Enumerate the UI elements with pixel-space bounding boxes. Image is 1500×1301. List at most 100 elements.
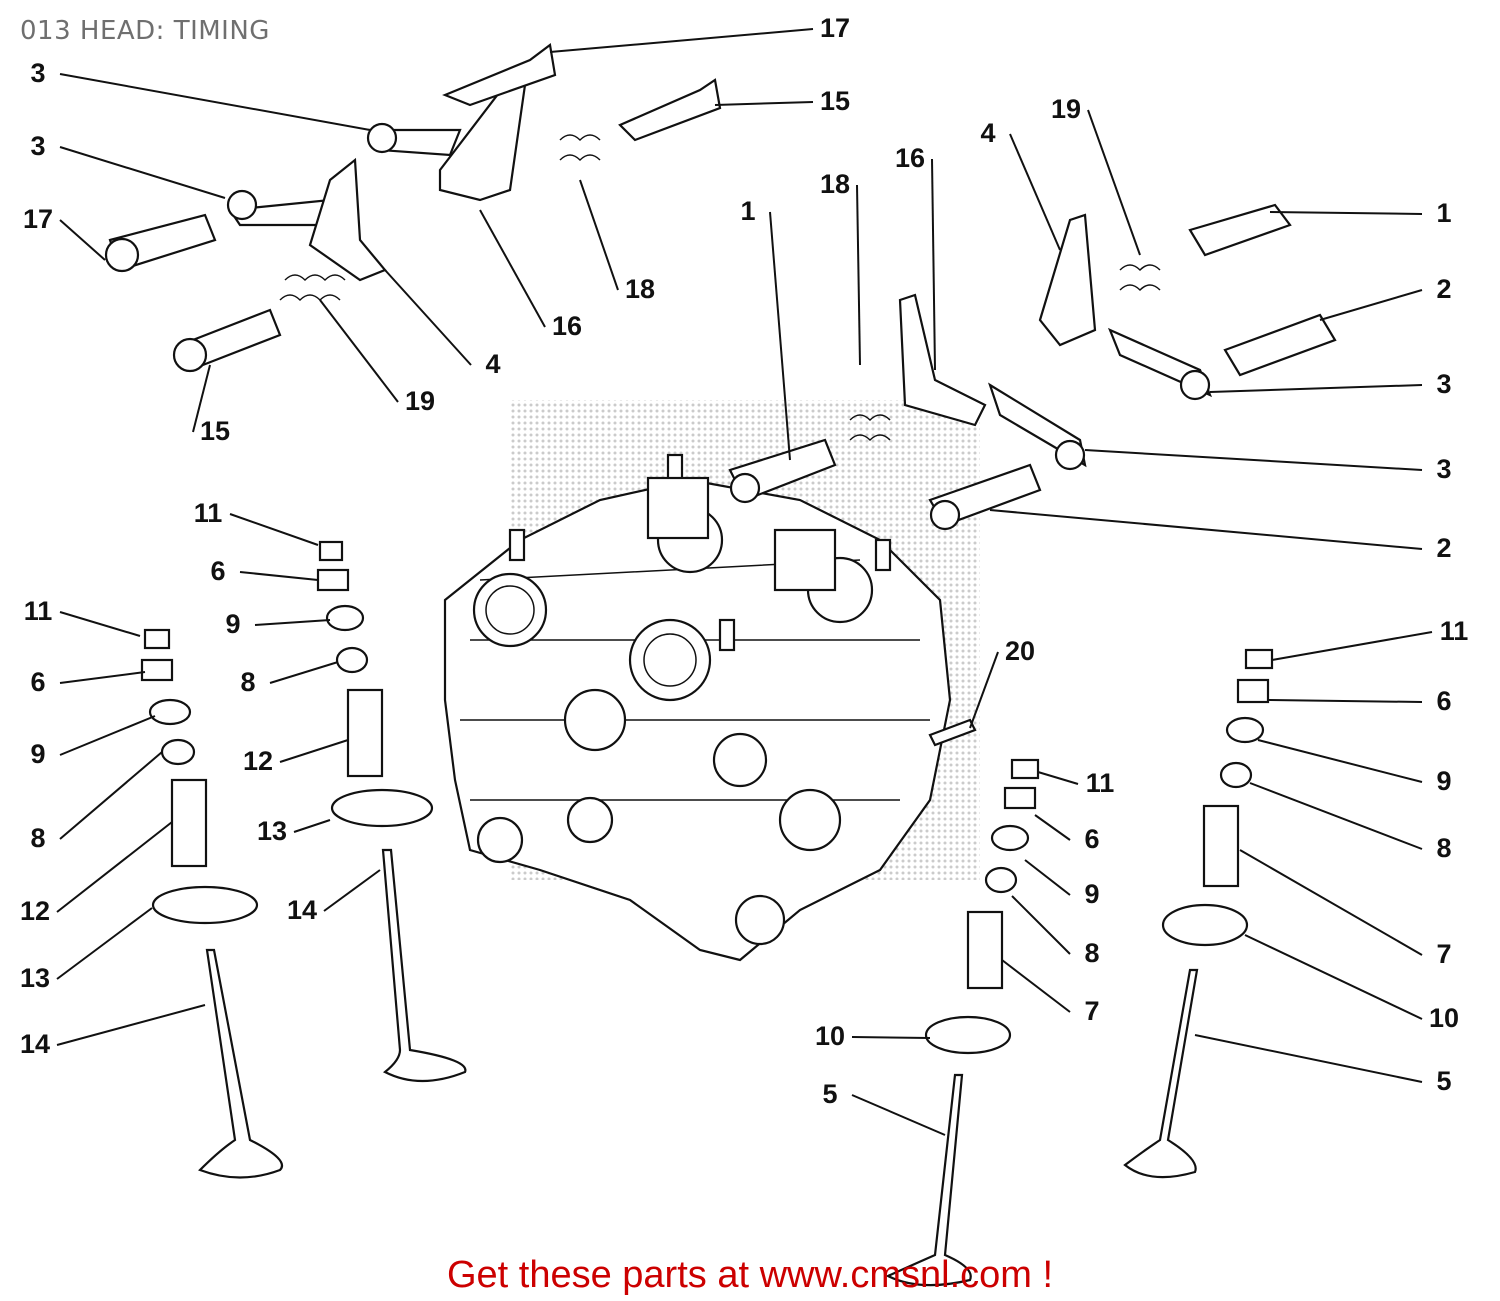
callout-number: 1: [1436, 198, 1451, 228]
callout-number: 18: [625, 274, 655, 304]
callout-number: 11: [1086, 768, 1115, 798]
callout-number: 13: [20, 963, 50, 993]
callout-leader-line: [1244, 934, 1423, 1020]
callout-number: 9: [1084, 879, 1099, 909]
callout-leader-line: [969, 651, 999, 729]
callout-leader-line: [479, 209, 546, 328]
callout-number: 9: [1436, 766, 1451, 796]
callout-leader-line: [319, 299, 399, 403]
callout-leader-line: [1087, 109, 1141, 256]
callout-leader-line: [254, 619, 331, 626]
callout-leader-line: [59, 715, 156, 756]
callout-number: 17: [23, 204, 53, 234]
callout-number: 2: [1436, 274, 1451, 304]
callout-number: 3: [1436, 369, 1451, 399]
callout-leader-line: [851, 1094, 946, 1136]
callout-number: 10: [815, 1021, 845, 1051]
callout-leader-line: [1034, 814, 1071, 841]
callout-number: 6: [1084, 824, 1099, 854]
callout-number: 6: [30, 667, 45, 697]
callout-leader-line: [56, 1004, 206, 1046]
callout-leader-line: [56, 907, 153, 980]
callout-number: 6: [1436, 686, 1451, 716]
callout-number: 8: [240, 667, 255, 697]
callout-number: 16: [895, 143, 925, 173]
callout-leader-line: [59, 671, 146, 684]
callout-number: 2: [1436, 533, 1451, 563]
callout-number: 19: [1051, 94, 1081, 124]
callout-leader-line: [1239, 849, 1423, 956]
callout-leader-line: [192, 364, 211, 433]
left-valve-parts: [140, 540, 467, 1179]
callout-number: 3: [30, 58, 45, 88]
callout-number: 14: [20, 1029, 50, 1059]
callout-leader-line: [293, 819, 331, 833]
callout-number: 15: [820, 86, 850, 116]
footer-link-text[interactable]: Get these parts at www.cmsnl.com !: [446, 1254, 1054, 1296]
callout-leader-line: [56, 821, 173, 913]
callout-leader-line: [1209, 384, 1423, 393]
callout-number: 11: [1440, 616, 1469, 646]
callout-leader-line: [1267, 699, 1423, 703]
callout-leader-line: [269, 661, 339, 684]
callout-leader-line: [59, 751, 163, 840]
callout-leader-line: [279, 739, 349, 763]
callout-number: 17: [820, 13, 850, 43]
callout-leader-line: [714, 101, 814, 106]
callout-leader-line: [59, 73, 371, 131]
callout-number: 5: [822, 1079, 837, 1109]
callout-number: 5: [1436, 1066, 1451, 1096]
callout-leader-line: [59, 611, 141, 637]
callout-number: 12: [243, 746, 273, 776]
callout-number: 6: [210, 556, 225, 586]
callout-number: 8: [1084, 938, 1099, 968]
callout-leader-line: [239, 571, 319, 581]
callout-number: 19: [405, 386, 435, 416]
callout-number: 10: [1429, 1003, 1459, 1033]
callout-number: 20: [1005, 636, 1035, 666]
callout-leader-line: [1271, 631, 1433, 661]
right-valve-parts: [885, 648, 1274, 1287]
callout-number: 11: [24, 596, 53, 626]
callout-leader-line: [384, 269, 472, 366]
callout-leader-line: [1001, 959, 1071, 1013]
stud-part: [928, 718, 977, 747]
callout-number: 14: [287, 895, 317, 925]
callout-number: 1: [740, 196, 755, 226]
callout-number: 18: [820, 169, 850, 199]
callout-leader-line: [59, 219, 106, 261]
callout-leader-line: [323, 869, 381, 912]
page-title: 013 HEAD: TIMING: [20, 16, 270, 46]
callout-number: 3: [1436, 454, 1451, 484]
callout-number: 4: [980, 118, 995, 148]
callout-number: 3: [30, 131, 45, 161]
callout-leader-line: [1084, 449, 1423, 471]
callout-leader-line: [856, 184, 861, 366]
callout-leader-line: [989, 509, 1423, 550]
callout-leader-line: [1011, 895, 1071, 955]
callout-number: 11: [194, 498, 223, 528]
cylinder-head: [443, 453, 952, 962]
callout-leader-line: [1024, 859, 1071, 896]
callout-leader-line: [1257, 739, 1423, 783]
callout-number: 4: [485, 349, 500, 379]
callout-number: 8: [30, 823, 45, 853]
callout-leader-line: [1249, 782, 1423, 850]
callout-leader-line: [931, 158, 936, 371]
callout-number: 16: [552, 311, 582, 341]
callout-leader-line: [1269, 211, 1423, 215]
callout-leader-line: [1319, 289, 1423, 321]
callout-leader-line: [59, 146, 226, 199]
callout-number: 7: [1084, 996, 1099, 1026]
callout-leader-line: [851, 1036, 931, 1039]
callout-leader-line: [229, 513, 319, 546]
upper-left-parts: [104, 43, 722, 373]
callout-leader-line: [1009, 133, 1061, 251]
callout-number: 12: [20, 896, 50, 926]
callout-leader-line: [1194, 1034, 1423, 1083]
callout-number: 8: [1436, 833, 1451, 863]
callout-number: 15: [200, 416, 230, 446]
callout-leader-line: [579, 179, 619, 291]
